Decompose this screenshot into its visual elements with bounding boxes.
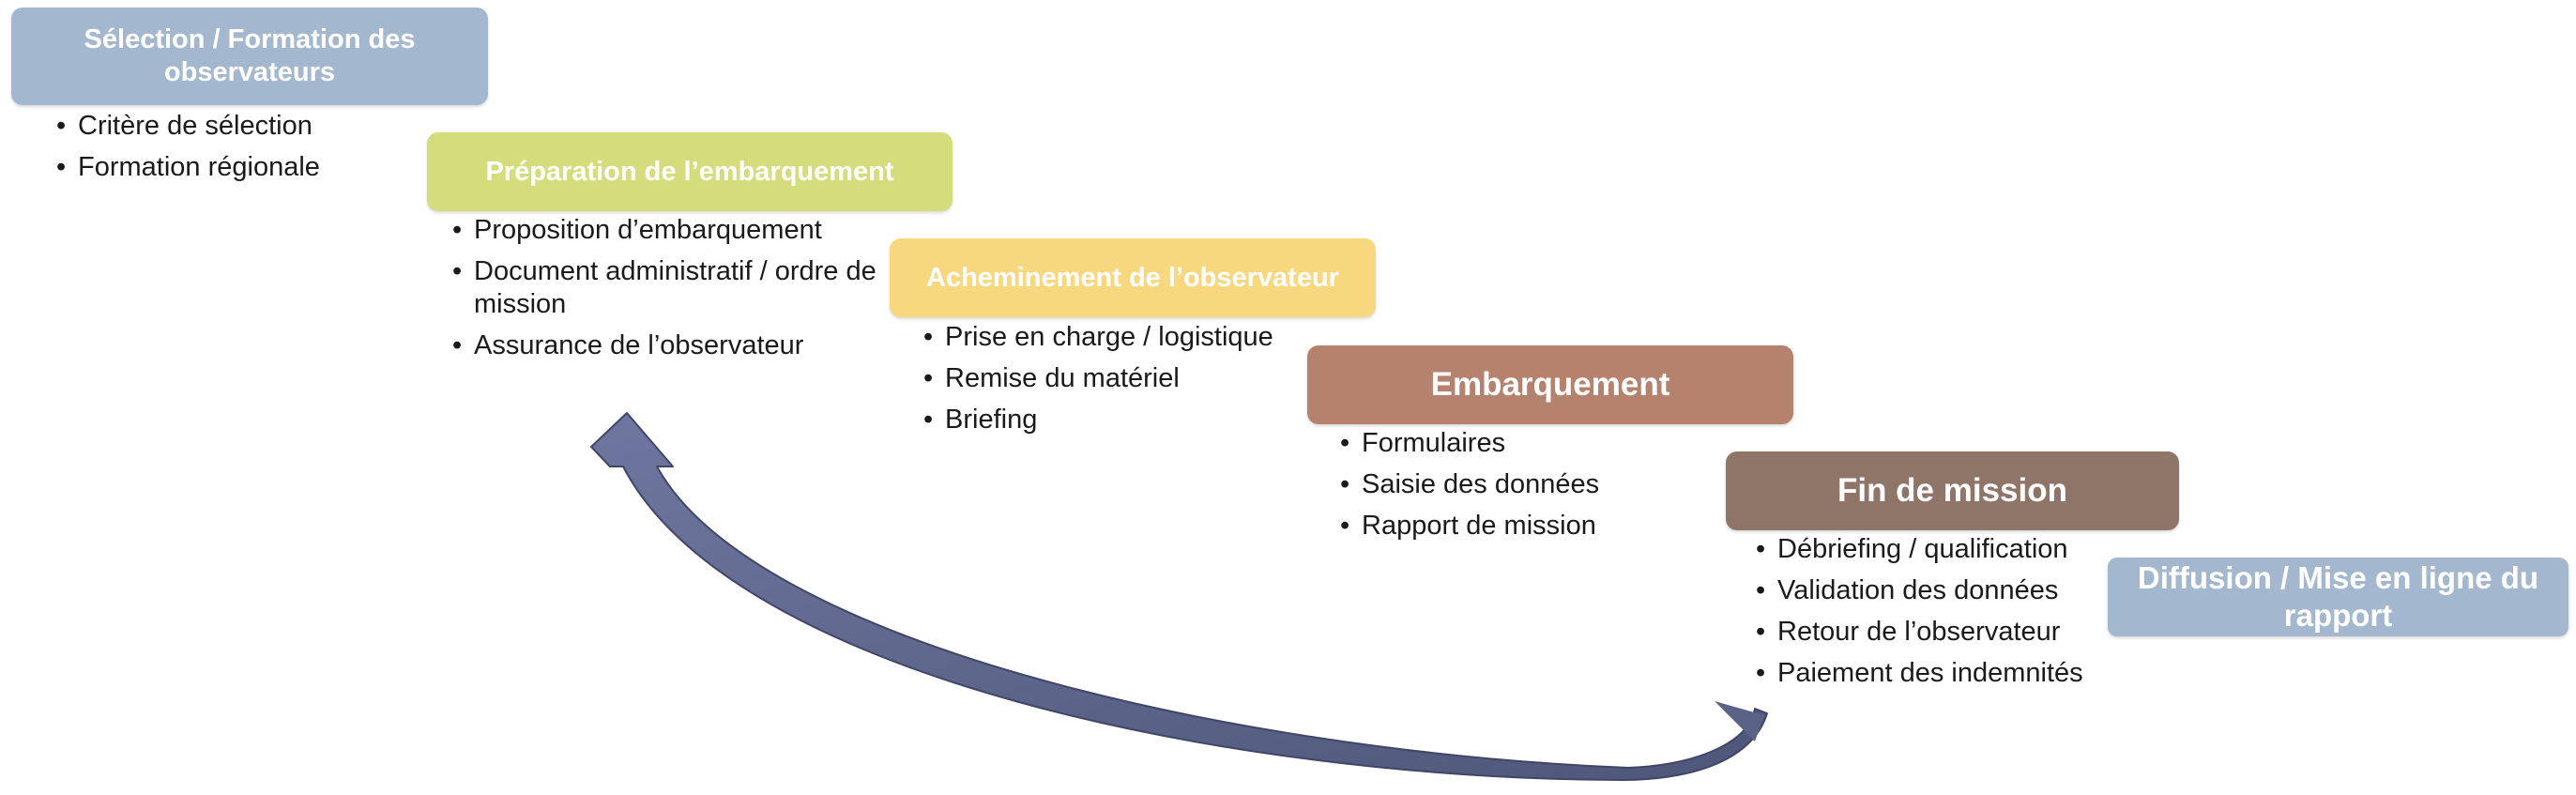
list-item: Prise en charge / logistique bbox=[923, 321, 1318, 354]
list-item: Paiement des indemnités bbox=[1756, 657, 2150, 690]
list-item: Document administratif / ordre de missio… bbox=[452, 255, 884, 321]
list-item: Retour de l’observateur bbox=[1756, 616, 2150, 649]
list-item: Remise du matériel bbox=[923, 362, 1318, 395]
list-item: Assurance de l’observateur bbox=[452, 329, 884, 362]
step-fin-de-mission-bullets: Débriefing / qualification Validation de… bbox=[1756, 533, 2150, 698]
list-item: Formation régionale bbox=[56, 151, 394, 184]
step-selection-bullets: Critère de sélection Formation régionale bbox=[56, 110, 394, 192]
list-item: Critère de sélection bbox=[56, 110, 394, 143]
step-embarquement-bullets: Formulaires Saisie des données Rapport d… bbox=[1340, 427, 1715, 551]
step-acheminement-bullets: Prise en charge / logistique Remise du m… bbox=[923, 321, 1318, 445]
step-title: Préparation de l’embarquement bbox=[485, 156, 894, 187]
list-item: Briefing bbox=[923, 404, 1318, 436]
list-item: Saisie des données bbox=[1340, 468, 1715, 501]
list-item: Débriefing / qualification bbox=[1756, 533, 2150, 566]
step-title: Diffusion / Mise en ligne du rapport bbox=[2137, 560, 2539, 633]
list-item: Rapport de mission bbox=[1340, 510, 1715, 543]
step-title: Acheminement de l’observateur bbox=[926, 262, 1339, 293]
list-item: Formulaires bbox=[1340, 427, 1715, 460]
step-fin-de-mission: Fin de mission bbox=[1726, 451, 2179, 530]
step-acheminement-observateur: Acheminement de l’observateur bbox=[890, 238, 1376, 317]
step-preparation-embarquement: Préparation de l’embarquement bbox=[427, 132, 953, 211]
step-embarquement: Embarquement bbox=[1307, 345, 1793, 424]
step-diffusion-rapport: Diffusion / Mise en ligne du rapport bbox=[2108, 558, 2568, 636]
list-item: Validation des données bbox=[1756, 574, 2150, 607]
step-preparation-bullets: Proposition d’embarquement Document admi… bbox=[452, 214, 884, 371]
step-title: Fin de mission bbox=[1837, 472, 2068, 509]
step-selection-formation: Sélection / Formation des observateurs bbox=[11, 8, 488, 105]
feedback-arrow-shape bbox=[590, 412, 1768, 781]
step-title: Sélection / Formation des observateurs bbox=[84, 24, 416, 87]
list-item: Proposition d’embarquement bbox=[452, 214, 884, 247]
step-title: Embarquement bbox=[1430, 366, 1670, 403]
